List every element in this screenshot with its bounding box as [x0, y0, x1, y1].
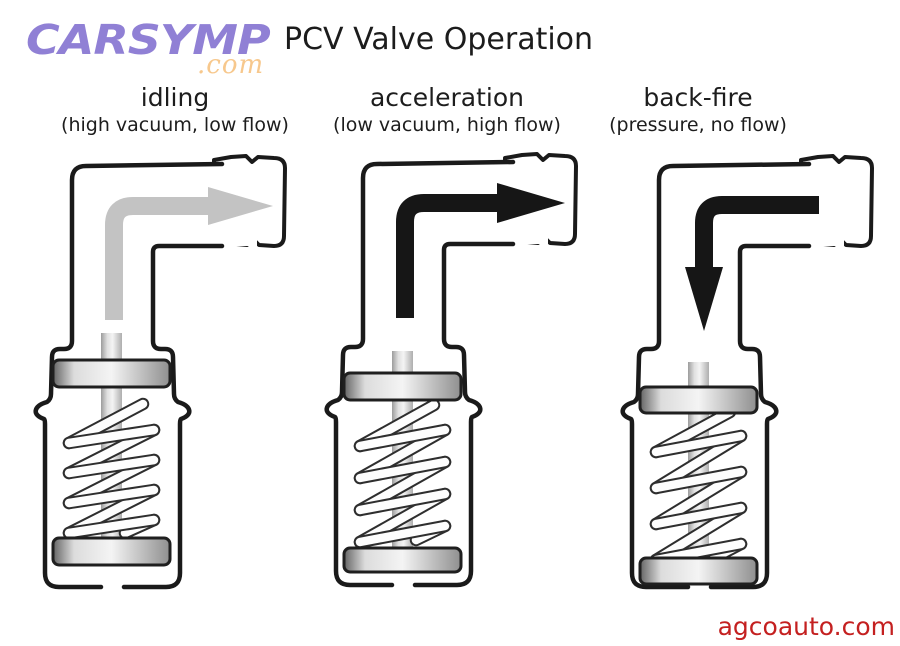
page-title: PCV Valve Operation — [284, 22, 594, 57]
state-conditions: (high vacuum, low flow) — [61, 114, 289, 136]
state-label: back-fire — [643, 83, 753, 112]
valve-housing-outline — [33, 161, 225, 590]
valve-illustration-acceleration — [324, 152, 578, 588]
state-conditions: (low vacuum, high flow) — [333, 114, 561, 136]
valve-illustration-idling — [33, 154, 287, 590]
flow-arrow-icon — [685, 196, 819, 331]
valve-illustration-back-fire — [620, 154, 874, 590]
valve-spring — [62, 397, 161, 540]
valve-pintle-disc — [342, 371, 463, 402]
flow-arrow-icon — [105, 187, 273, 320]
state-conditions: (pressure, no flow) — [609, 114, 787, 136]
valve-bottom-disc — [638, 556, 759, 586]
valve-bottom-disc — [342, 546, 463, 574]
column-label-back-fire: back-fire (pressure, no flow) — [548, 83, 848, 137]
valve-housing-outline — [620, 161, 812, 590]
flow-arrow-icon — [396, 183, 565, 318]
column-label-acceleration: acceleration (low vacuum, high flow) — [297, 83, 597, 137]
carsymp-logo: CARSYMP — [26, 15, 271, 64]
valve-pintle-disc — [638, 385, 759, 415]
agcoauto-watermark: agcoauto.com — [717, 612, 895, 641]
valve-spring — [353, 398, 452, 549]
carsymp-logo-tld: .com — [197, 50, 265, 80]
column-label-idling: idling (high vacuum, low flow) — [25, 83, 325, 137]
state-label: acceleration — [369, 83, 524, 112]
valve-spring — [649, 405, 748, 567]
valve-pintle-disc — [51, 358, 172, 389]
state-label: idling — [140, 83, 210, 112]
valve-housing-outline — [324, 159, 516, 588]
valve-bottom-disc — [51, 536, 172, 567]
